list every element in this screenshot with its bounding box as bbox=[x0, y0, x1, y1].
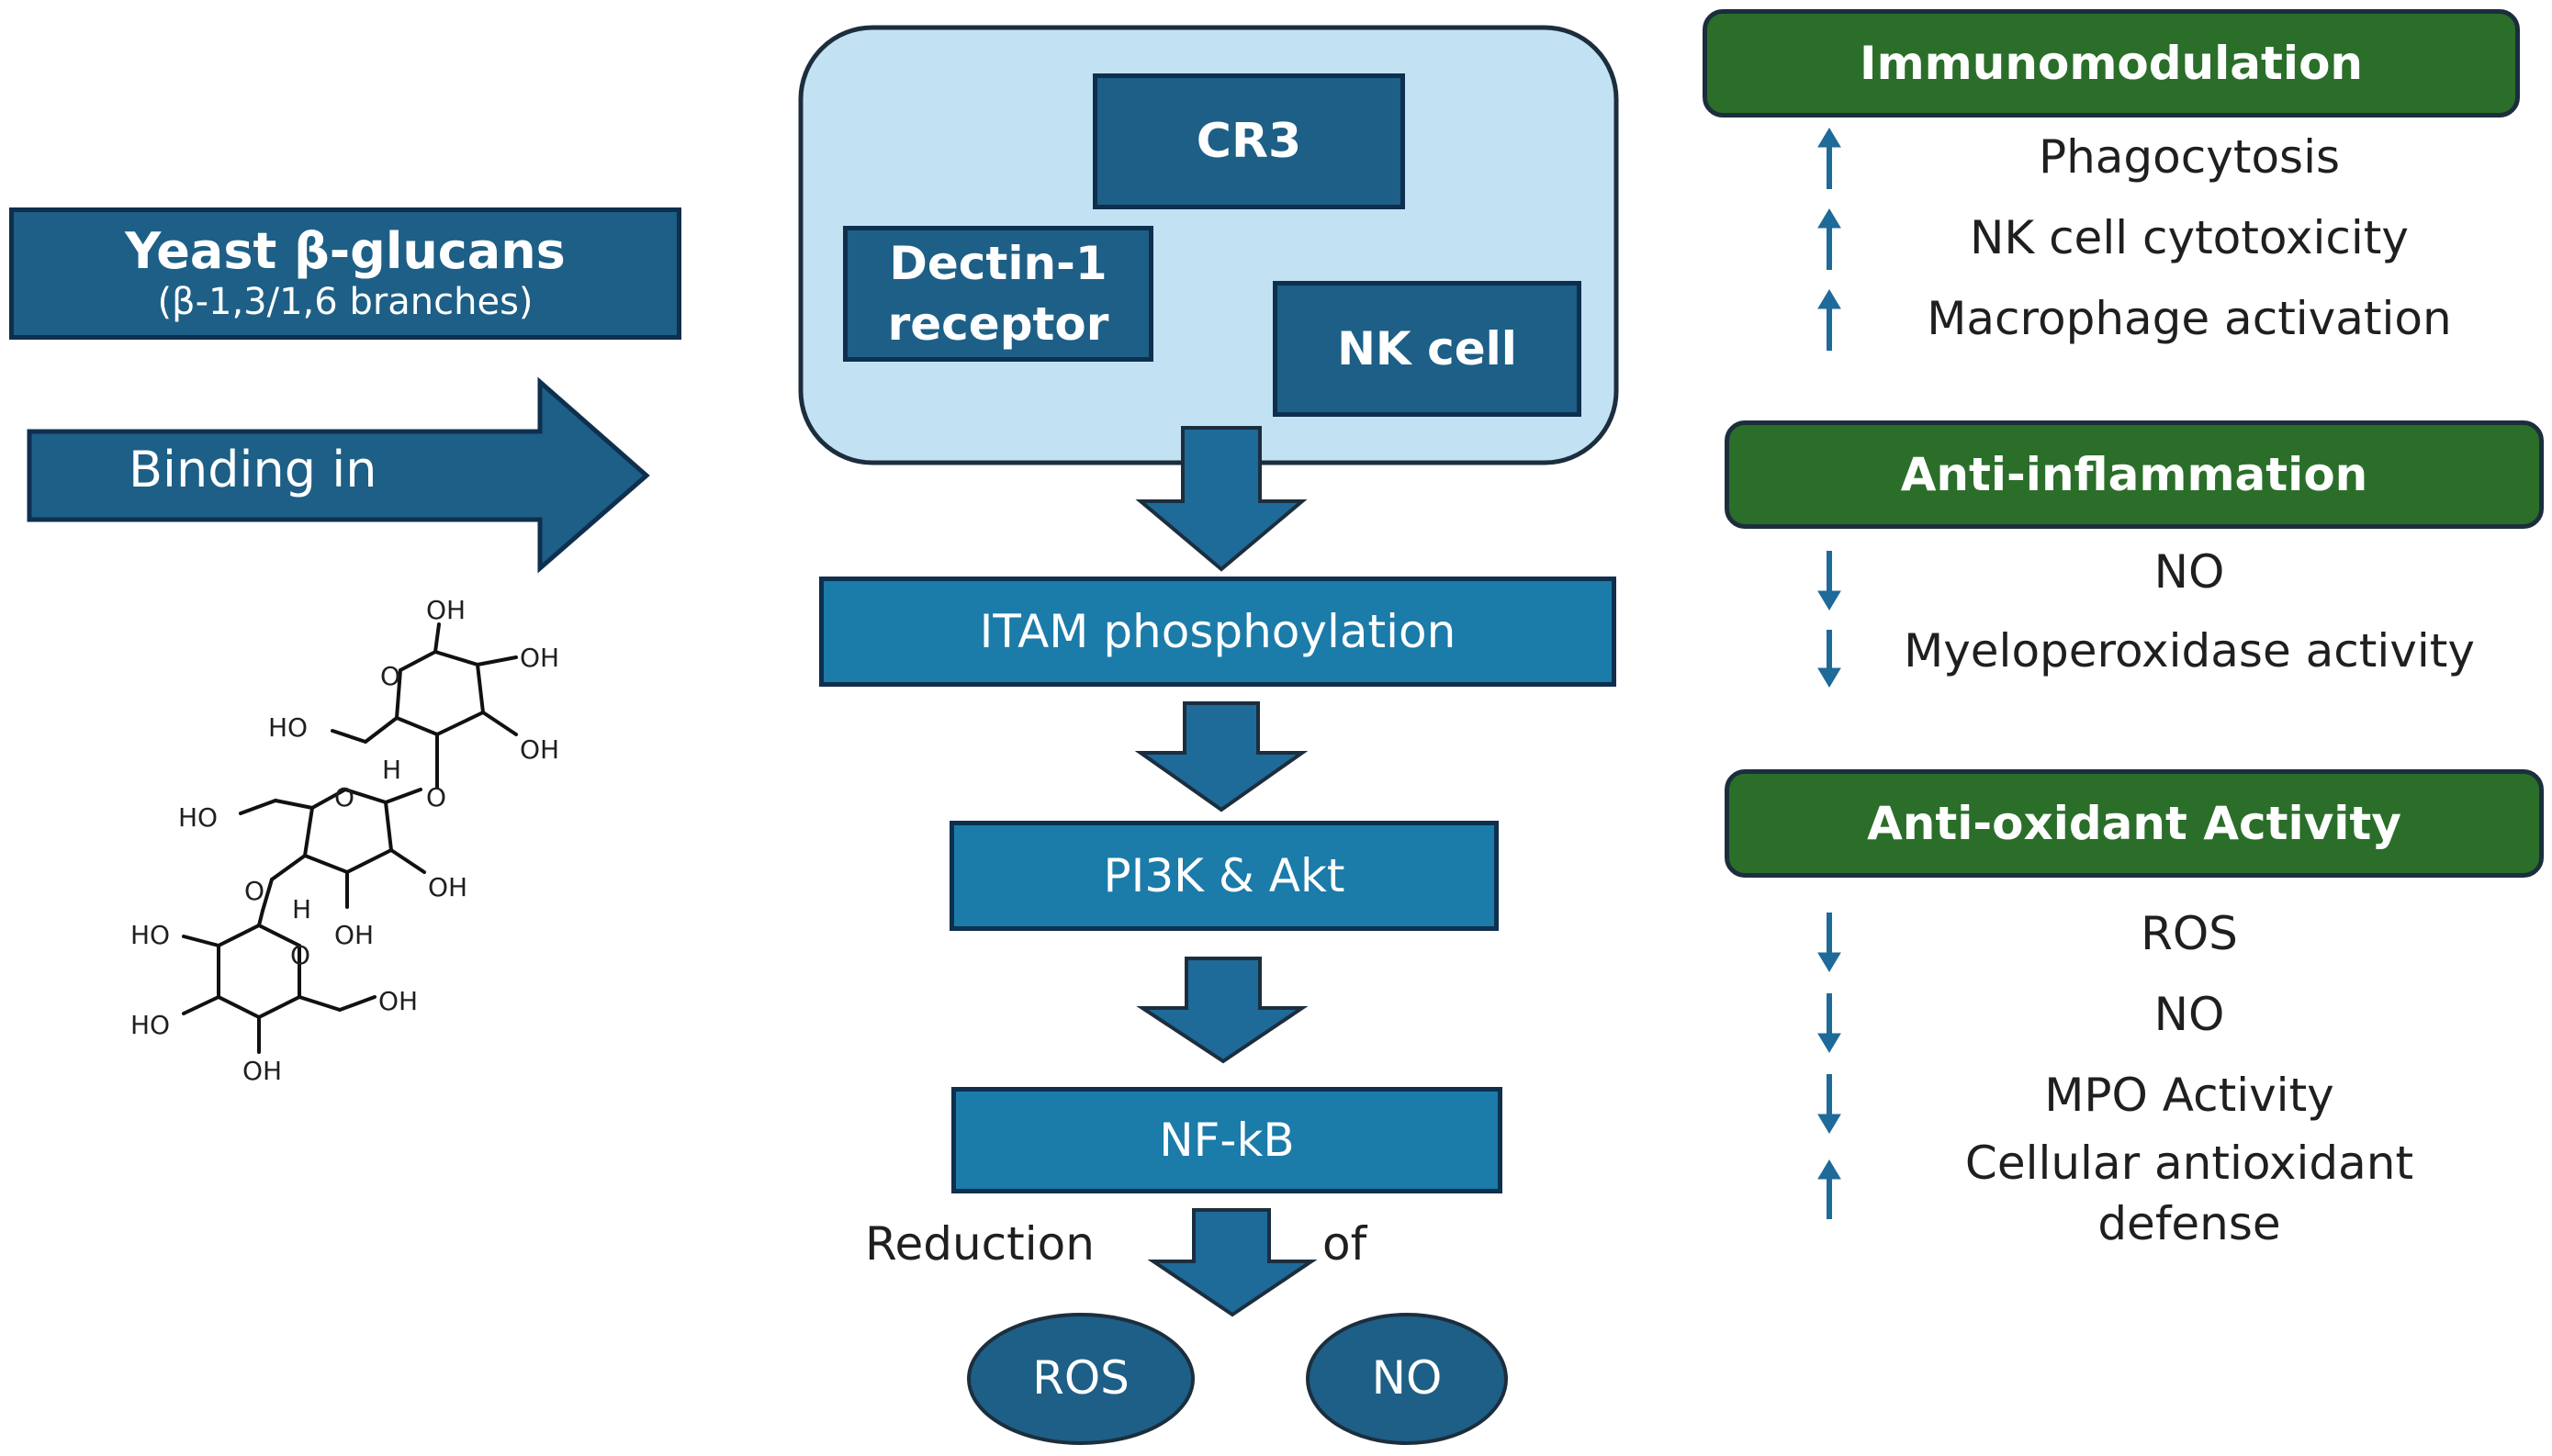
down-arrow-cell-to-itam bbox=[1135, 426, 1308, 572]
down-arrow-itam-to-pi3k bbox=[1134, 701, 1309, 812]
mol-o: O bbox=[290, 940, 311, 970]
effect-myeloperoxidase: Myeloperoxidase activity bbox=[1904, 624, 2475, 678]
effect-nk-cytotoxicity: NK cell cytotoxicity bbox=[1969, 211, 2409, 264]
effect-no: NO bbox=[2153, 545, 2225, 599]
pi3k-akt-box: PI3K & Akt bbox=[950, 821, 1499, 931]
down-arrow-icon bbox=[1817, 630, 1841, 688]
nk-cell-receptor: NK cell bbox=[1273, 281, 1581, 417]
down-arrow-icon bbox=[1817, 551, 1841, 610]
up-arrow-icon bbox=[1817, 208, 1841, 270]
effect-mpo-activity: MPO Activity bbox=[2044, 1069, 2334, 1122]
cr3-receptor: CR3 bbox=[1093, 73, 1405, 209]
mol-o: O bbox=[426, 782, 447, 812]
ros-product-label: ROS bbox=[1032, 1351, 1130, 1405]
ros-ellipse bbox=[967, 1313, 1195, 1445]
anti-inflammation-header: Anti-inflammation bbox=[1725, 420, 2544, 529]
effect-cellular-antioxidant-defense: defense bbox=[2097, 1197, 2281, 1250]
itam-phosphorylation-box: ITAM phosphoylation bbox=[819, 577, 1616, 687]
yeast-subtitle: (β-1,3/1,6 branches) bbox=[157, 281, 534, 323]
dectin-line1: Dectin-1 bbox=[889, 237, 1107, 290]
mol-oh: OH bbox=[334, 920, 375, 950]
mol-o: O bbox=[334, 782, 355, 812]
effect-ros: ROS bbox=[2141, 907, 2238, 960]
mol-o: O bbox=[244, 876, 265, 906]
down-arrow-icon bbox=[1817, 1074, 1841, 1134]
down-arrow-pi3k-to-nfkb bbox=[1136, 957, 1309, 1064]
mol-oh: OH bbox=[428, 872, 468, 902]
mol-ho: HO bbox=[178, 802, 219, 833]
down-arrow-nfkb-to-products bbox=[1147, 1208, 1318, 1317]
binding-arrow-label: Binding in bbox=[129, 441, 377, 498]
up-arrow-icon bbox=[1817, 1159, 1841, 1219]
mol-o: O bbox=[380, 661, 401, 691]
dectin-line2: receptor bbox=[887, 297, 1109, 351]
effect-phagocytosis: Phagocytosis bbox=[2038, 130, 2341, 184]
effect-cellular-antioxidant: Cellular antioxidant bbox=[1964, 1137, 2414, 1190]
effect-macrophage-activation: Macrophage activation bbox=[1927, 292, 2452, 345]
yeast-title: Yeast β-glucans bbox=[125, 222, 566, 280]
mol-oh: OH bbox=[520, 643, 560, 673]
beta-glucan-molecule bbox=[182, 622, 518, 1054]
anti-oxidant-header: Anti-oxidant Activity bbox=[1725, 769, 2544, 878]
yeast-beta-glucans-box: Yeast β-glucans (β-1,3/1,6 branches) bbox=[9, 207, 681, 340]
mol-ho: HO bbox=[130, 1010, 171, 1040]
reduction-label: Reduction bbox=[865, 1217, 1095, 1271]
mol-h: H bbox=[382, 755, 402, 785]
mol-oh: OH bbox=[520, 734, 560, 765]
immunomodulation-header: Immunomodulation bbox=[1703, 9, 2520, 118]
mol-oh: OH bbox=[378, 986, 419, 1016]
down-arrow-icon bbox=[1817, 913, 1841, 972]
mol-ho: HO bbox=[130, 920, 171, 950]
of-label: of bbox=[1322, 1217, 1367, 1271]
up-arrow-icon bbox=[1817, 289, 1841, 351]
no-product-label: NO bbox=[1371, 1351, 1443, 1405]
effect-no-oxidant: NO bbox=[2153, 988, 2225, 1041]
up-arrow-icon bbox=[1817, 128, 1841, 189]
direction-arrows bbox=[1817, 128, 1841, 1219]
mol-ho: HO bbox=[268, 712, 309, 743]
down-arrow-icon bbox=[1817, 993, 1841, 1053]
mol-h: H bbox=[292, 894, 312, 924]
mol-oh: OH bbox=[426, 595, 467, 625]
mol-oh: OH bbox=[242, 1056, 283, 1086]
binding-arrow bbox=[27, 376, 650, 574]
nfkb-box: NF-kB bbox=[951, 1087, 1502, 1193]
no-ellipse bbox=[1306, 1313, 1508, 1445]
dectin-1-receptor: Dectin-1 receptor bbox=[843, 226, 1153, 362]
